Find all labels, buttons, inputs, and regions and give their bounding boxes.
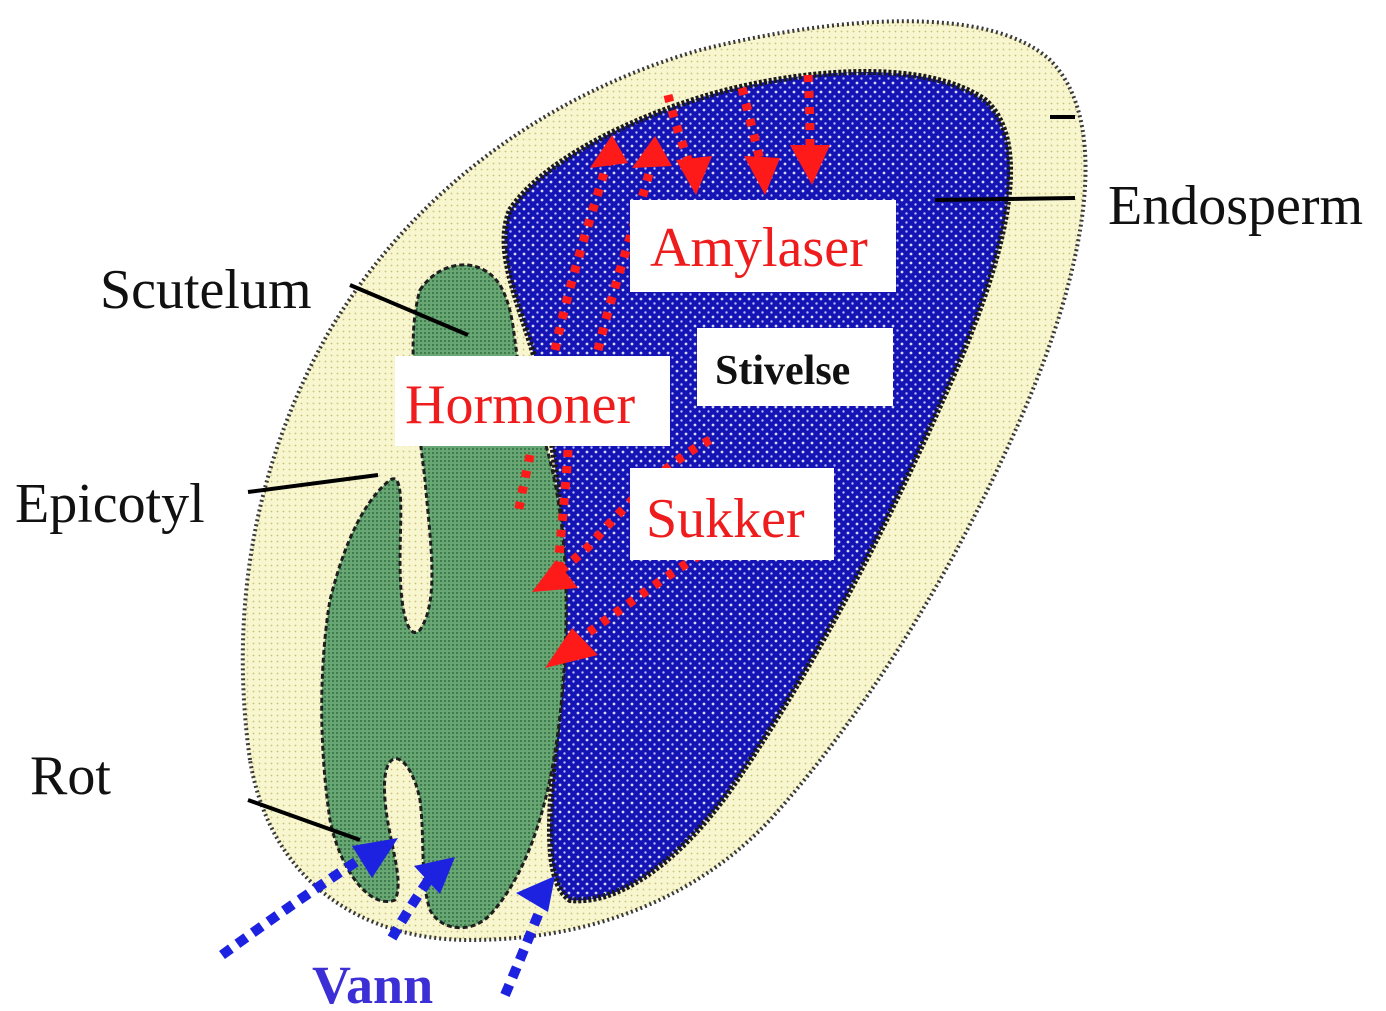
stivelse-label: Stivelse <box>715 348 850 394</box>
endosperm-leader <box>935 198 1075 200</box>
amylaser-label: Amylaser <box>650 217 868 279</box>
epicotyl-label: Epicotyl <box>15 473 205 535</box>
vann-label: Vann <box>312 955 433 1011</box>
sukker-label: Sukker <box>646 488 805 550</box>
endosperm-label: Endosperm <box>1108 175 1363 237</box>
rot-label: Rot <box>30 745 111 807</box>
scutelum-label: Scutelum <box>100 259 312 321</box>
hormoner-label: Hormoner <box>405 374 636 436</box>
